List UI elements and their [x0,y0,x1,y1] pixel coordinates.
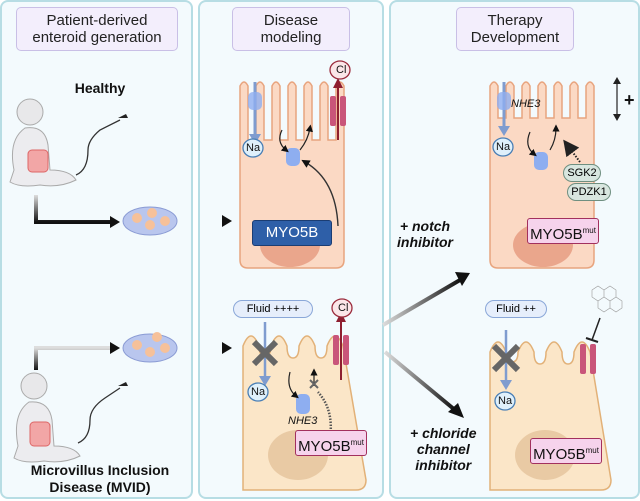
mvid-infant-icon [13,372,81,463]
cl-label: Cl [338,302,349,314]
gene-superscript: mut [350,438,364,447]
pdzk1-badge: PDZK1 [567,183,611,201]
label-line: + notch [399,218,451,234]
title-line: Therapy [487,12,543,29]
mvid-label: Microvillus Inclusion Disease (MVID) [10,462,190,496]
sodium-ion-icon [494,391,516,411]
myo5b-mutant-box: MYO5Bmut [295,430,367,456]
endoscope-icon [75,114,128,176]
title-line: modeling [260,29,322,46]
healthy-infant-icon [9,98,77,187]
label-line: inhibitor [397,234,453,250]
fluid-level-badge: Fluid ++++ [233,300,313,318]
myo5b-wildtype-box: MYO5B [252,220,332,246]
inhibitor-molecule-icon [591,285,623,313]
healthy-label: Healthy [74,80,126,96]
label-line: inhibitor [415,457,472,473]
nhe3-label: NHE3 [288,415,318,427]
sgk2-badge: SGK2 [563,164,601,182]
nhe3-label: NHE3 [511,98,541,110]
mvid-label-line: Disease (MVID) [49,479,151,495]
chloride-ion-icon [329,60,351,80]
microvilli-length-plus: + [624,90,635,110]
petri-dish-healthy-icon [122,206,178,236]
notch-inhibitor-label: + notch inhibitor [397,218,453,250]
gene-label: MYO5B [265,224,319,241]
mvid-label-line: Microvillus Inclusion [30,462,170,478]
arrow-head-icon [110,216,120,228]
endoscope-mvid-icon [77,382,128,444]
title-line: Disease [263,12,319,29]
na-label: Na [496,141,511,153]
fluid-level-badge: Fluid ++ [485,300,547,318]
gene-superscript: mut [582,226,596,235]
cl-label: Cl [336,64,347,76]
gene-label: MYO5B [533,446,586,463]
chloride-ion-icon [331,298,353,318]
sodium-ion-icon [247,382,269,402]
sodium-ion-icon [242,138,264,158]
title-line: Patient-derived [46,12,148,29]
gene-label: MYO5B [298,438,351,455]
label-line: + chloride [410,425,477,441]
label-line: channel [416,441,470,457]
title-line: Development [470,29,560,46]
gene-superscript: mut [585,446,599,455]
myo5b-mutant-box: MYO5Bmut [527,218,599,244]
chloride-inhibitor-label: + chloride channel inhibitor [410,425,477,473]
petri-dish-mvid-icon [122,332,178,363]
title-line: enteroid generation [32,29,162,46]
sodium-ion-icon [492,137,514,157]
na-label: Na [498,395,513,407]
gene-label: MYO5B [530,226,583,243]
na-label: Na [251,386,266,398]
myo5b-mutant-box: MYO5Bmut [530,438,602,464]
na-label: Na [246,142,261,154]
